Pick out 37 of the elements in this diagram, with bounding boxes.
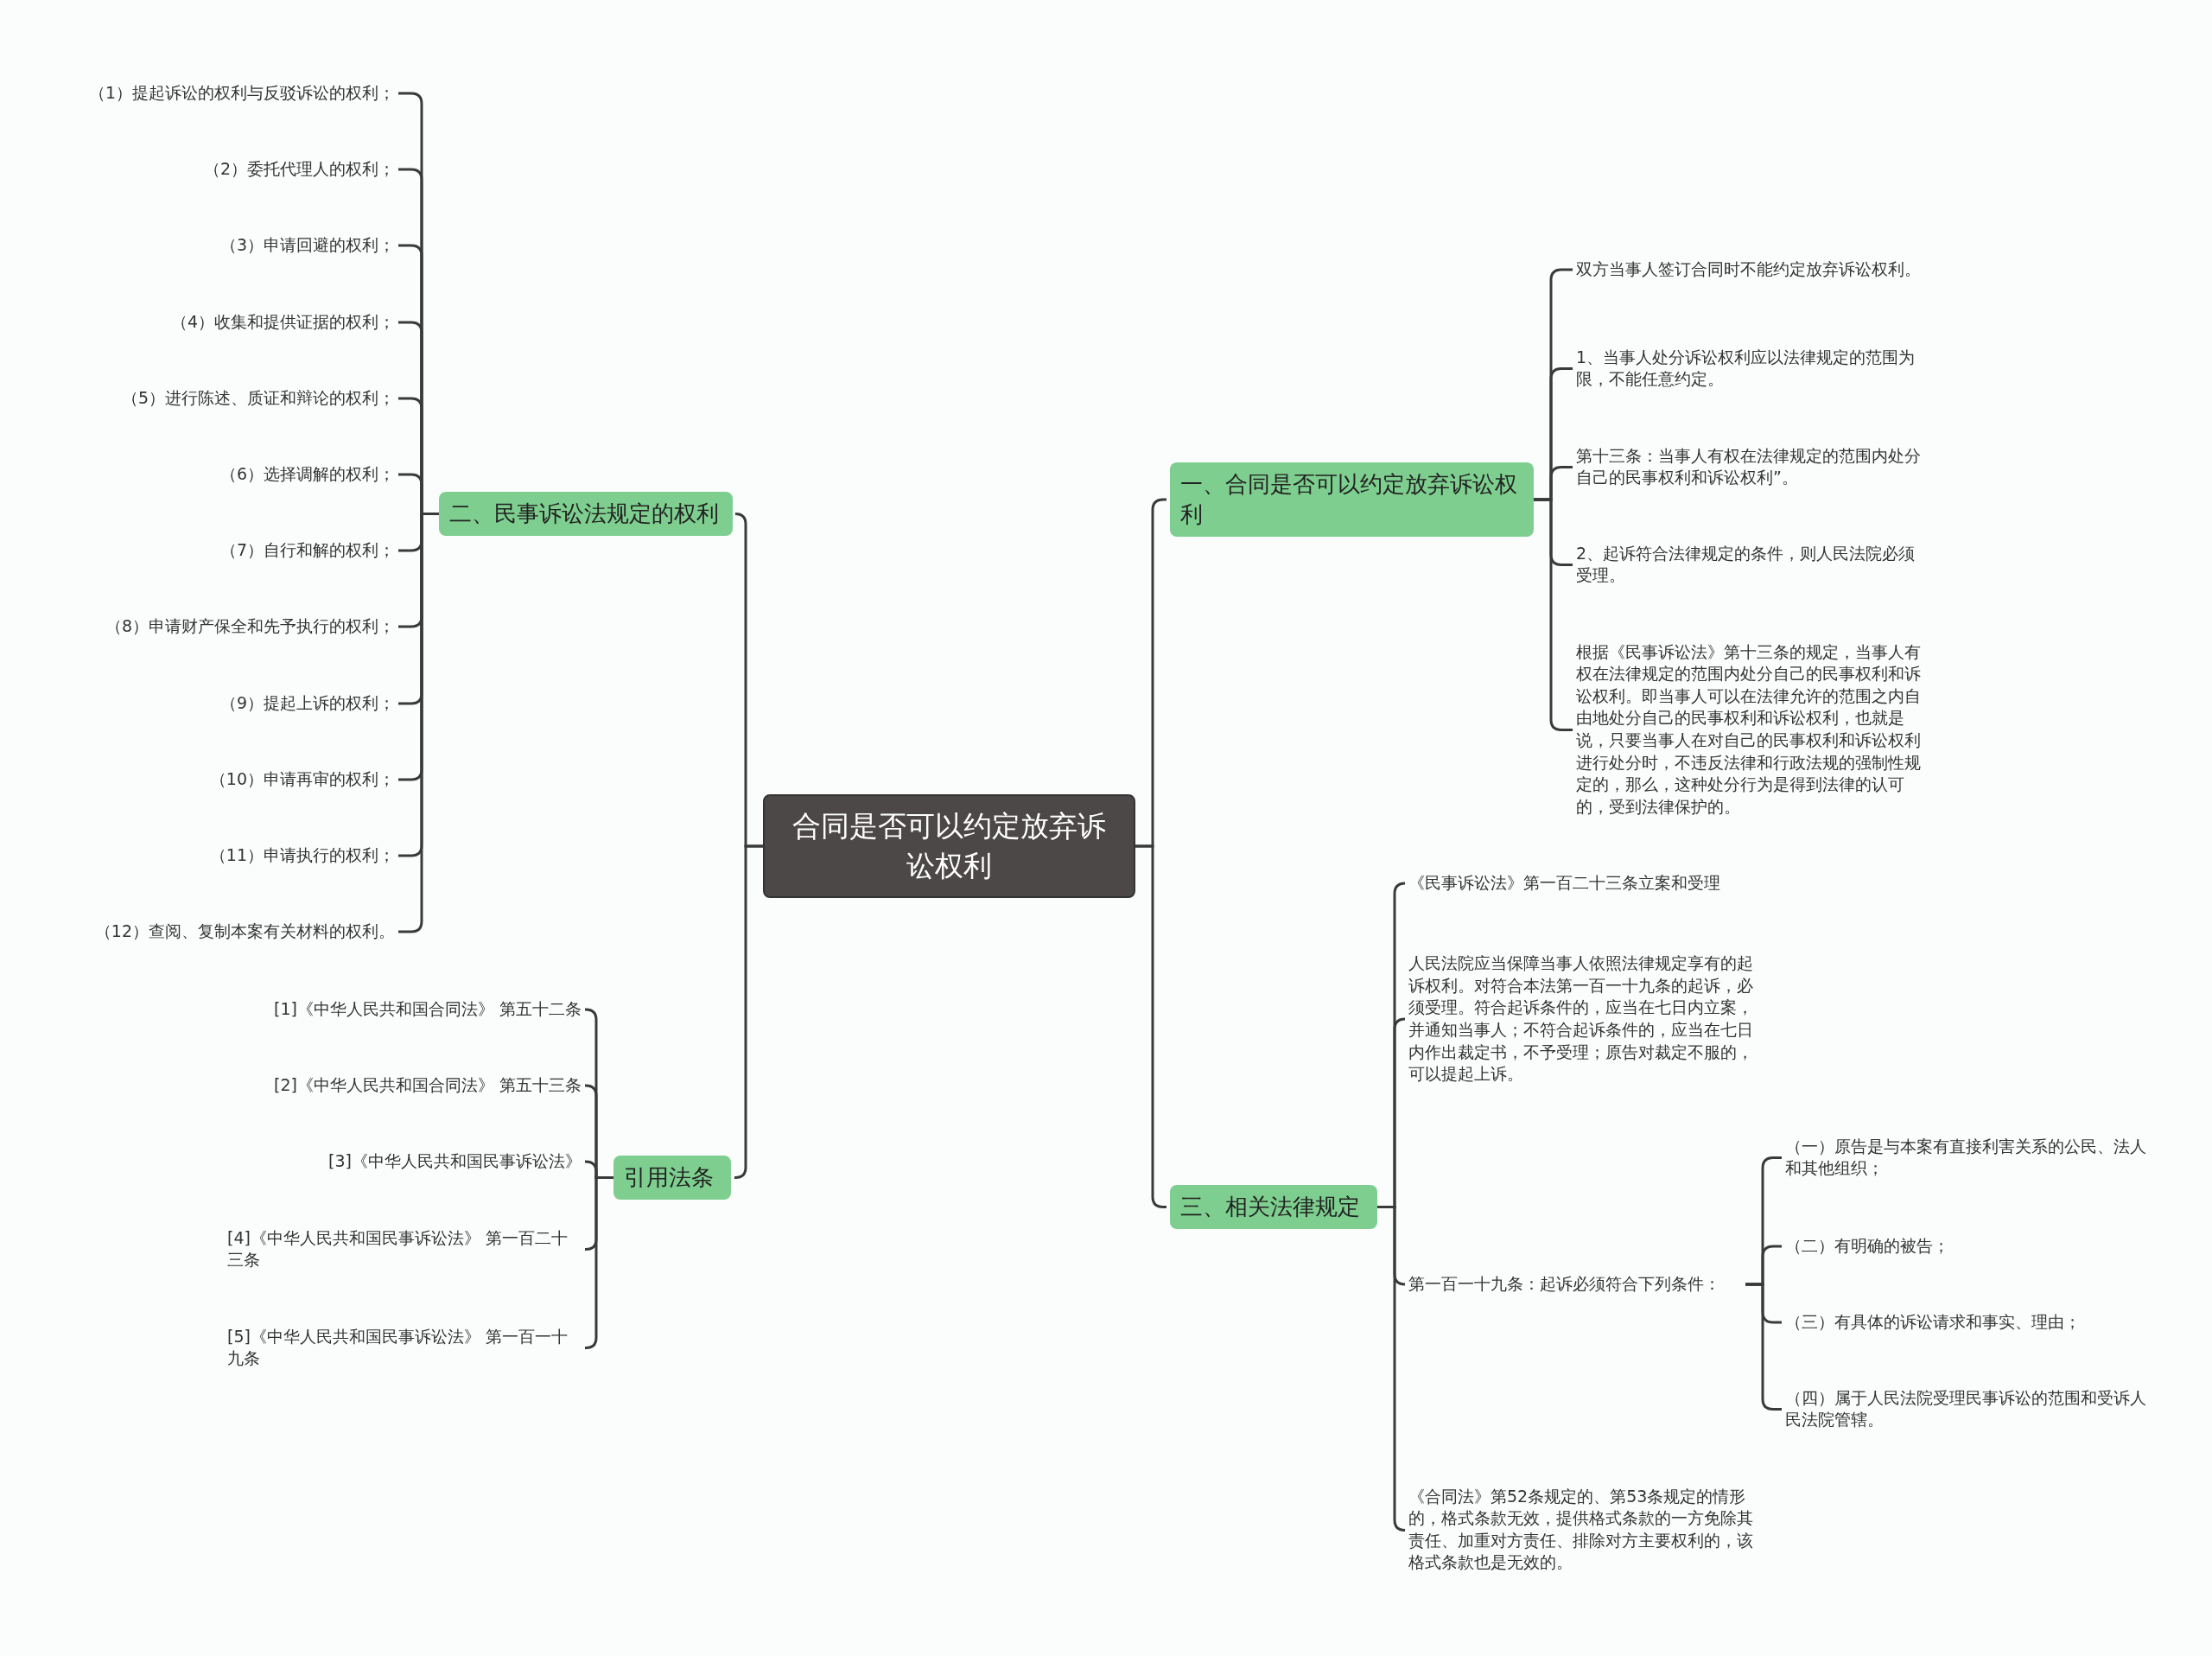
topic-text: （三）有具体的诉讼请求和事实、理由； (1785, 1311, 2157, 1334)
topic-text: （11）申请执行的权利； (15, 844, 395, 867)
topic-box: 二、民事诉讼法规定的权利 (439, 491, 733, 536)
topic-text: 《民事诉讼法》第一百二十三条立案和受理 (1408, 872, 1763, 895)
topic-text: （3）申请回避的权利； (15, 234, 395, 258)
topic-text: [2]《中华人民共和国合同法》 第五十三条 (227, 1074, 582, 1097)
topic-text: （12）查阅、复制本案有关材料的权利。 (15, 920, 395, 943)
topic-text: （二）有明确的被告； (1785, 1235, 2157, 1258)
topic-text: （一）原告是与本案有直接利害关系的公民、法人和其他组织； (1785, 1135, 2157, 1180)
topic-text: （8）申请财产保全和先予执行的权利； (15, 615, 395, 639)
topic-text: 双方当事人签订合同时不能约定放弃诉讼权利。 (1576, 258, 1930, 281)
topic-text: （2）委托代理人的权利； (15, 158, 395, 181)
topic-text: （10）申请再审的权利； (15, 767, 395, 791)
topic-text: 根据《民事诉讼法》第十三条的规定，当事人有权在法律规定的范围内处分自己的民事权利和诉讼权利。即当事人可以在法律允许的范围之内自由地处分自己的民事权利和诉讼权利，也就是说，只要当事人在对自己的民事权利和诉讼权利进行处分时，不违反法律和行政法规的强制性规定的，那么，这种处分行为是得到法律的认可的，受到法律保护的。 (1576, 640, 1930, 818)
connector-line (734, 844, 763, 1179)
topic-box: 引用法条 (613, 1155, 731, 1200)
topic-text: （4）收集和提供证据的权利； (15, 310, 395, 334)
topic-text: （7）自行和解的权利； (15, 539, 395, 562)
topic-text: 第十三条：当事人有权在法律规定的范围内处分自己的民事权利和诉讼权利”。 (1576, 444, 1930, 489)
topic-text: [5]《中华人民共和国民事诉讼法》 第一百一十九条 (227, 1325, 582, 1370)
central-topic-box: 合同是否可以约定放弃诉讼权利 (763, 794, 1135, 899)
topic-text: 人民法院应当保障当事人依照法律规定享有的起诉权利。对符合本法第一百一十九条的起诉，必须受理。符合起诉条件的，应当在七日内立案，并通知当事人；不符合起诉条件的，应当在七日内作出裁定书，不予受理；原告对裁定不服的，可以提起上诉。 (1408, 952, 1763, 1086)
topic-text: [4]《中华人民共和国民事诉讼法》 第一百二十三条 (227, 1226, 582, 1271)
topic-text: 1、当事人处分诉讼权利应以法律规定的范围为限，不能任意约定。 (1576, 346, 1930, 391)
topic-box: 一、合同是否可以约定放弃诉讼权利 (1170, 462, 1534, 538)
topic-text: （9）提起上诉的权利； (15, 691, 395, 715)
topic-text: （1）提起诉讼的权利与反驳诉讼的权利； (15, 82, 395, 105)
topic-text: 2、起诉符合法律规定的条件，则人民法院必须受理。 (1576, 542, 1930, 587)
topic-box: 三、相关法律规定 (1170, 1184, 1377, 1229)
topic-text: （5）进行陈述、质证和辩论的权利； (15, 386, 395, 410)
topic-text: 第一百一十九条：起诉必须符合下列条件： (1408, 1273, 1745, 1296)
topic-text: 《合同法》第52条规定的、第53条规定的情形的，格式条款无效，提供格式条款的一方免除其责任、加重对方责任、排除对方主要权利的，该格式条款也是无效的。 (1408, 1485, 1763, 1575)
topic-text: [3]《中华人民共和国民事诉讼法》 (227, 1150, 582, 1173)
topic-text: （四）属于人民法院受理民事诉讼的范围和受诉人民法院管辖。 (1785, 1386, 2157, 1431)
topic-text: （6）选择调解的权利； (15, 463, 395, 486)
topic-text: [1]《中华人民共和国合同法》 第五十二条 (227, 998, 582, 1021)
connector-line (1377, 1206, 1407, 1532)
